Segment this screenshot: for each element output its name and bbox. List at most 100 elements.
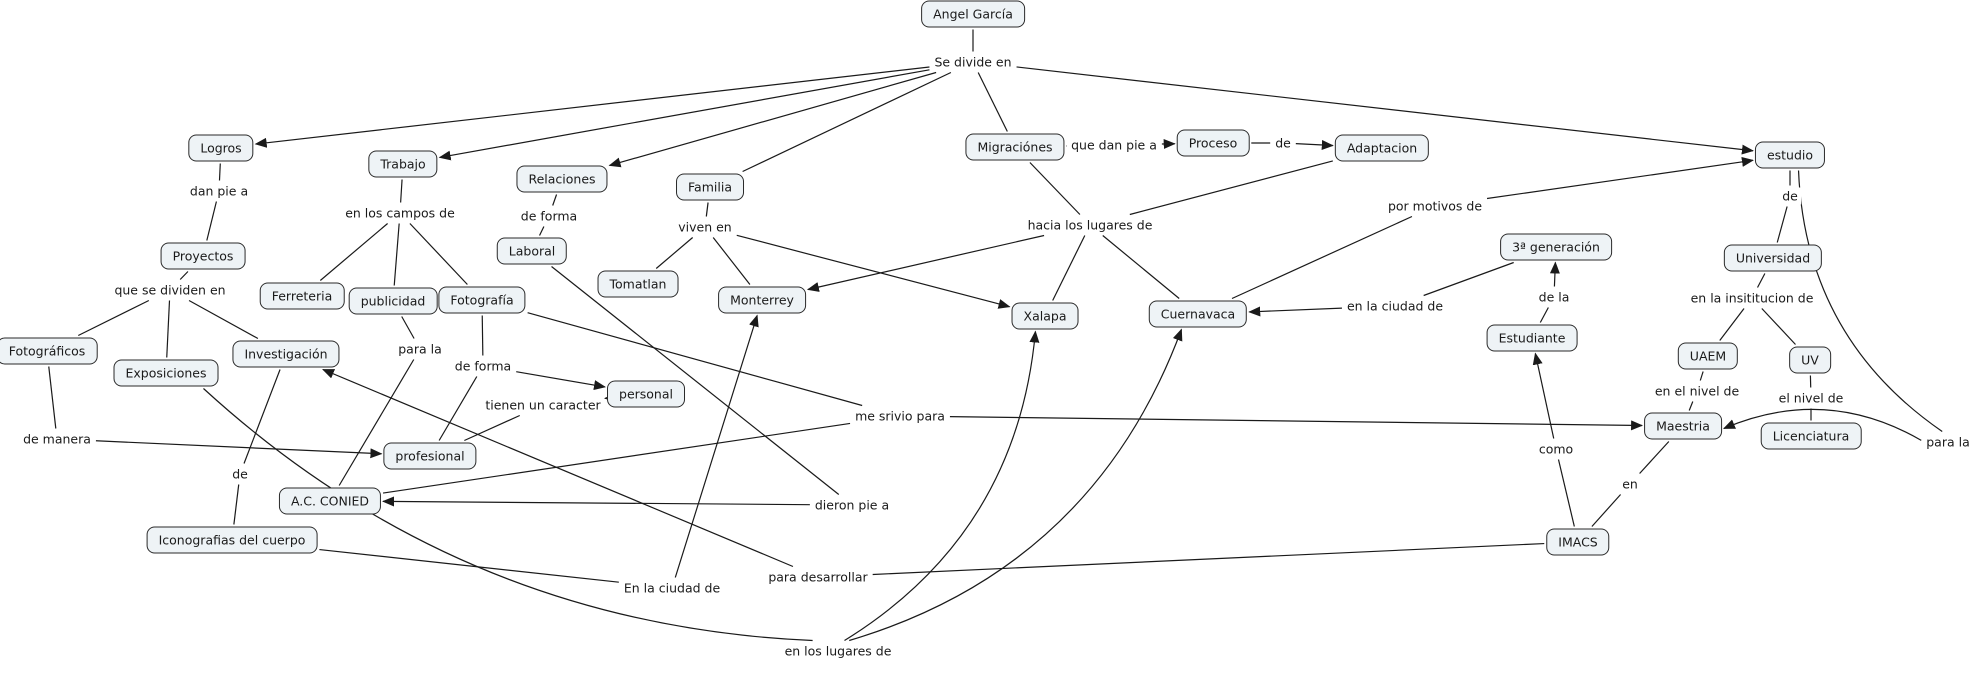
connector-familia-to-viven [705, 202, 709, 217]
connector-migraciones-to-hacia [1029, 162, 1081, 215]
concept-tomatlan[interactable]: Tomatlan [597, 270, 679, 298]
link-phrase-viven-en[interactable]: viven en [675, 218, 735, 236]
link-phrase-de[interactable]: de [229, 465, 251, 483]
connector-que_se_dividen-to-exposiciones [166, 300, 171, 358]
concept-familia[interactable]: Familia [676, 173, 744, 201]
connector-investigacion-to-de_inv [243, 369, 281, 464]
link-phrase-de-forma[interactable]: de forma [517, 207, 581, 225]
concept-maestria[interactable]: Maestria [1644, 412, 1722, 440]
connector-insititucion-to-uaem [1719, 308, 1745, 341]
connector-lugares-to-xalapa [844, 330, 1040, 642]
concept-trabajo[interactable]: Trabajo [368, 150, 438, 178]
connector-campos-to-ferreteria [319, 223, 388, 281]
link-phrase-que-se-dividen-en[interactable]: que se dividen en [111, 281, 229, 299]
concept-proceso[interactable]: Proceso [1176, 129, 1250, 157]
connector-se_divide-to-familia [742, 71, 952, 173]
connector-cuernavaca-to-motivos [1231, 215, 1413, 300]
concept-proyectos[interactable]: Proyectos [160, 242, 246, 270]
link-phrase-hacia-los-lugares-de[interactable]: hacia los lugares de [1024, 216, 1156, 234]
link-phrase-por-motivos-de[interactable]: por motivos de [1384, 197, 1486, 215]
connector-que_se_dividen-to-fotograficos [77, 299, 150, 337]
link-phrase-para-la[interactable]: para la [1923, 433, 1972, 451]
concept-xalapa[interactable]: Xalapa [1011, 302, 1079, 330]
connector-relaciones-to-de_forma_rel [552, 194, 558, 206]
link-phrase-se-divide-en[interactable]: Se divide en [931, 53, 1015, 71]
link-phrase-en[interactable]: en [1619, 475, 1641, 493]
link-phrase-para-la[interactable]: para la [395, 340, 445, 358]
concept-relaciones[interactable]: Relaciones [516, 165, 608, 193]
connector-profesional-to-caracter [464, 414, 520, 442]
concept-estudiante[interactable]: Estudiante [1486, 324, 1578, 352]
connector-se_divide-to-estudio [1016, 66, 1754, 155]
link-phrase-de-forma[interactable]: de forma [451, 357, 515, 375]
connector-adaptacion-to-hacia [1129, 160, 1333, 216]
connector-motivos-to-estudio [1486, 156, 1754, 200]
concept-uaem[interactable]: UAEM [1677, 342, 1739, 370]
concept-ferreteria[interactable]: Ferreteria [259, 282, 345, 310]
concept-profesional[interactable]: profesional [383, 442, 477, 470]
link-phrase-en-la-ciudad-de[interactable]: en la ciudad de [1343, 297, 1447, 315]
concept-laboral[interactable]: Laboral [496, 237, 568, 265]
concept-investigacion[interactable]: Investigación [232, 340, 340, 368]
concept-logros[interactable]: Logros [188, 134, 254, 162]
concept-fotograficos[interactable]: Fotográficos [0, 337, 98, 365]
concept-imacs[interactable]: IMACS [1546, 528, 1610, 556]
link-phrase-dan-pie-a[interactable]: dan pie a [186, 182, 252, 200]
concept-monterrey[interactable]: Monterrey [718, 286, 806, 314]
concept-estudio[interactable]: estudio [1754, 141, 1826, 169]
connector-se_divide-to-migraciones [977, 72, 1008, 132]
link-phrase-como[interactable]: como [1535, 440, 1577, 458]
connector-campos-to-publicidad [393, 223, 400, 286]
link-phrase-me-srivio-para[interactable]: me srivio para [852, 407, 948, 425]
concept-ac-conied[interactable]: A.C. CONIED [278, 487, 382, 515]
concept-fotografia[interactable]: Fotografía [438, 286, 526, 314]
connector-hacia-to-xalapa [1052, 235, 1086, 301]
link-phrase-dieron-pie-a[interactable]: dieron pie a [811, 496, 893, 514]
connector-se_divide-to-relaciones [608, 71, 937, 168]
concept-iconografias-del-cuerpo[interactable]: Iconografias del cuerpo [146, 526, 318, 554]
connector-se_divide-to-logros [254, 66, 930, 148]
concept-cuernavaca[interactable]: Cuernavaca [1148, 300, 1248, 328]
connector-hacia-to-cuernavaca [1102, 235, 1180, 299]
connector-campos-to-fotografia [409, 223, 468, 285]
connector-estudio-to-para_la_est [1797, 170, 1943, 432]
link-phrase-para-desarrollar[interactable]: para desarrollar [765, 568, 871, 586]
concept-universidad[interactable]: Universidad [1723, 244, 1823, 272]
concept-personal[interactable]: personal [607, 380, 685, 408]
link-phrase-que-dan-pie-a[interactable]: que dan pie a [1068, 136, 1160, 154]
link-phrase-de[interactable]: de [1779, 187, 1801, 205]
connector-para_la_est-to-maestria [1722, 408, 1922, 441]
link-phrase-en-los-campos-de[interactable]: en los campos de [342, 204, 458, 222]
connector-trabajo-to-campos [400, 179, 403, 203]
concept-adaptacion[interactable]: Adaptacion [1334, 134, 1430, 162]
link-phrase-en-el-nivel-de[interactable]: en el nivel de [1651, 382, 1743, 400]
link-phrase-de-manera[interactable]: de manera [20, 430, 94, 448]
concept-angel-garcia[interactable]: Angel García [921, 0, 1025, 28]
connector-dieron-to-conied [382, 496, 810, 507]
connector-viven-to-monterrey [712, 237, 751, 285]
link-phrase-de[interactable]: de [1272, 134, 1294, 152]
link-phrase-en-los-lugares-de[interactable]: en los lugares de [781, 642, 895, 660]
concept-migraciones[interactable]: Migraciónes [965, 133, 1065, 161]
connector-para_la_pub-to-conied [338, 359, 415, 486]
link-phrase-en-la-ciudad-de[interactable]: En la ciudad de [620, 579, 724, 597]
connector-de_forma_foto-to-profesional [438, 376, 478, 441]
connector-de_proc-to-adaptacion [1295, 139, 1334, 150]
concept-exposiciones[interactable]: Exposiciones [113, 359, 219, 387]
connector-exposiciones-to-lugares [203, 388, 813, 642]
connector-manera-to-profesional [95, 440, 383, 459]
connector-se_divide-to-trabajo [438, 69, 930, 161]
link-phrase-de-la[interactable]: de la [1535, 288, 1573, 306]
connector-laboral-to-dieron [551, 266, 840, 495]
concept-3a-generacion[interactable]: 3ª generación [1500, 233, 1612, 261]
link-phrase-tienen-un-caracter[interactable]: tienen un caracter [482, 396, 604, 414]
connector-hacia-to-monterrey [806, 234, 1045, 292]
concept-publicidad[interactable]: publicidad [348, 287, 438, 315]
connector-iconografias-to-ciudad_mty [319, 548, 619, 583]
link-phrase-el-nivel-de[interactable]: el nivel de [1775, 389, 1847, 407]
concept-uv[interactable]: UV [1789, 346, 1831, 374]
link-phrase-en-la-insititucion-de[interactable]: en la insititucion de [1687, 289, 1817, 307]
connector-imacs-to-como [1557, 459, 1575, 527]
connector-como-to-estudiante [1532, 352, 1555, 439]
concept-licenciatura[interactable]: Licenciatura [1760, 422, 1862, 450]
